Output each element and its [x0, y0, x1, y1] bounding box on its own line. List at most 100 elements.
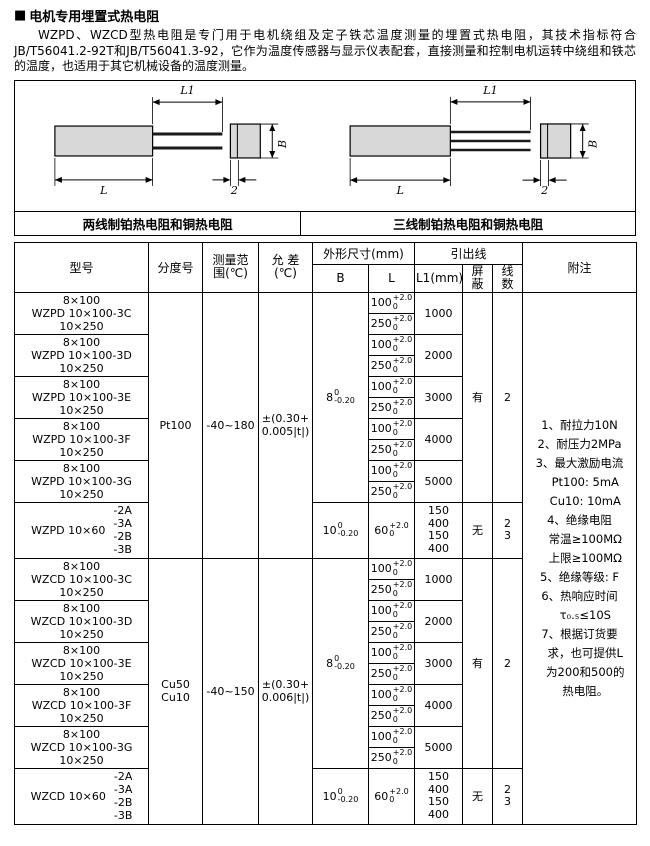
dimension-value: 100 — [370, 604, 392, 617]
model-suffix: -2A — [113, 770, 133, 783]
l1-cell: 2000 — [414, 333, 463, 377]
model-name: WZPD 10×60 — [31, 523, 106, 537]
tolerance-upper: +2.0 — [392, 482, 413, 491]
tolerance-stack: 0-0.20 — [334, 388, 355, 406]
tolerance-lower: 0 — [392, 567, 398, 577]
model-suffix: -3A — [113, 517, 132, 530]
model-suffix: -2B — [113, 530, 132, 543]
shield-cell: 无 — [462, 767, 493, 825]
note-line: 2、耐压力2MPa — [537, 436, 622, 451]
header-b: B — [312, 263, 369, 293]
tolerance-stack: 0-0.20 — [337, 786, 359, 805]
tolerance-stack: 0-0.20 — [334, 653, 355, 672]
wires-value: 3 — [504, 529, 511, 542]
header-l1: L1(mm) — [414, 263, 463, 293]
tolerance-upper: 0 — [334, 653, 340, 663]
model-cell: 8×100 WZCD 10×100-3F 10×250 — [14, 683, 149, 727]
l1-value: 400 — [428, 807, 449, 821]
dimension-value: 100 — [370, 562, 392, 575]
model-cell: WZPD 10×60 -2A-3A-2B-3B — [14, 501, 149, 559]
tolerance-upper: 0 — [337, 786, 343, 796]
model-cell: 8×100 WZPD 10×100-3E 10×250 — [14, 375, 149, 419]
dimension-value: 100 — [370, 730, 392, 743]
dimension-value: 100 — [370, 688, 392, 701]
model-suffix: -2A — [113, 504, 132, 517]
tolerance-lower: 0 — [389, 795, 395, 804]
model-suffix: -3B — [113, 809, 133, 822]
dim-label-2: 2 — [230, 183, 238, 196]
lead-wires — [152, 132, 223, 149]
model-cell: 8×100 WZPD 10×100-3F 10×250 — [14, 417, 149, 461]
tolerance-upper: +2.0 — [392, 335, 413, 344]
dimension-value: 100 — [370, 338, 392, 351]
caption-two-wire: 两线制铂热电阻和铜热电阻 — [82, 216, 233, 232]
tolerance-lower: 0 — [392, 385, 398, 395]
tolerance-upper: +2.0 — [392, 664, 413, 673]
dimension-value: 250 — [370, 583, 392, 596]
wires-value: 2 — [504, 782, 511, 796]
model-suffixes: -2A-3A-2B-3B — [113, 504, 132, 556]
intro-paragraph: WZPD、WZCD型热电阻是专门用于电机绕组及定子铁芯温度测量的埋置式热电阻，其… — [14, 28, 636, 73]
tolerance-upper: +2.0 — [392, 440, 413, 449]
tolerance-upper: +2.0 — [392, 461, 413, 470]
dim-label-2: 2 — [540, 184, 548, 197]
tolerance-upper: +2.0 — [392, 748, 413, 757]
tolerance-lower: 0 — [392, 364, 398, 374]
tolerance-upper: +2.0 — [392, 314, 413, 323]
model-cell: 8×100 WZCD 10×100-3G 10×250 — [14, 725, 149, 769]
dimension-tail: 2 — [212, 159, 257, 196]
note-line: 5、绝缘等级: F — [540, 569, 619, 584]
model-suffix: -3B — [113, 543, 132, 556]
two-wire-drawing: L1 — [54, 84, 289, 196]
note-line: 6、热响应时间 — [541, 588, 618, 603]
page-title: ■ 电机专用埋置式热电阻 — [14, 6, 636, 25]
tolerance-lower: -0.20 — [337, 795, 359, 804]
dimension-value: 250 — [370, 443, 392, 456]
tolerance-upper: +2.0 — [392, 398, 413, 407]
dimension-value: 100 — [370, 464, 392, 477]
tolerance-lower: 0 — [392, 756, 398, 766]
tolerance-lower: 0 — [392, 448, 398, 458]
dimension-value: 60 — [374, 789, 389, 803]
header-tolerance: 允 差 (℃) — [258, 241, 313, 293]
tolerance-lower: 0 — [392, 322, 398, 332]
l1-cell: 3000 — [414, 375, 463, 419]
tolerance-lower: -0.20 — [337, 529, 359, 538]
dimension-l1: L1 — [152, 84, 223, 132]
header-model: 型号 — [14, 241, 149, 293]
wires-value: 2 — [504, 516, 511, 530]
tolerance-lower: 0 — [392, 427, 398, 437]
tolerance-lower: -0.20 — [334, 396, 355, 405]
header-leads: 引出线 — [413, 241, 524, 265]
figure-captions: 两线制铂热电阻和铜热电阻 三线制铂热电阻和铜热电阻 — [15, 210, 635, 235]
